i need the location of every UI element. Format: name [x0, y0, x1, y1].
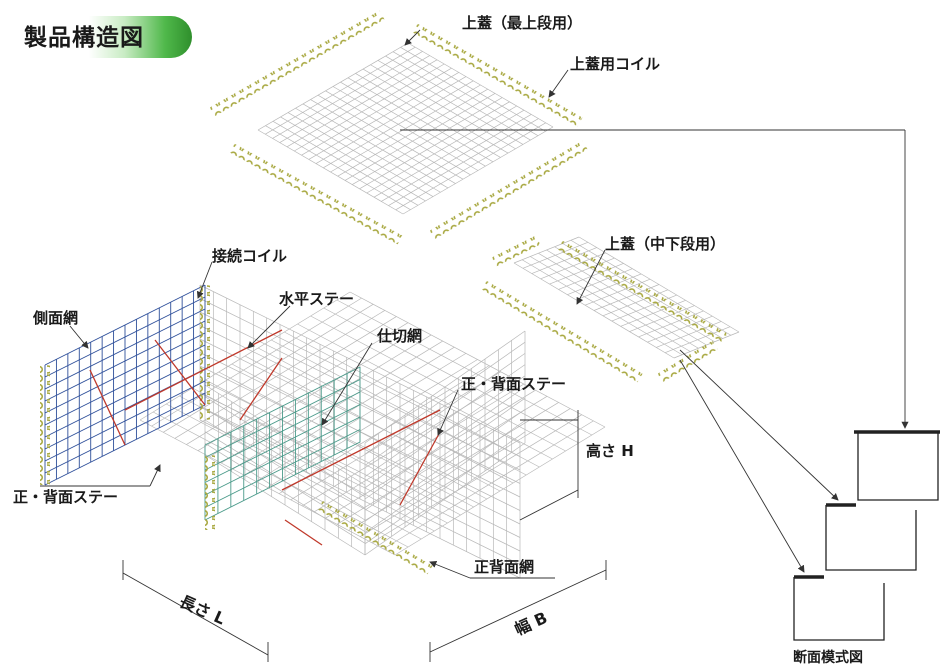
leader-front-back-mesh [429, 560, 471, 579]
label-partition-mesh: 仕切網 [377, 327, 423, 345]
section-diagram-boxes [793, 430, 940, 641]
coil-middle-lid-e [557, 240, 728, 343]
label-side-mesh: 側面網 [33, 309, 79, 327]
page-title: 製品構造図 [24, 25, 144, 51]
coil-top-lid-nw [209, 10, 385, 117]
coil-top-lid-sw [229, 143, 403, 245]
coil-middle-lid-s [657, 340, 718, 383]
label-height: 高さ H [586, 442, 634, 460]
stay-front-back-diag [399, 431, 441, 506]
leader-top-lid-middle [576, 249, 606, 305]
label-connecting-coil: 接続コイル [212, 247, 288, 265]
leader-connecting-coil [196, 261, 213, 299]
stay-lower [284, 519, 323, 546]
top-lid-mesh [257, 42, 554, 215]
label-front-back-stay-right: 正・背面ステー [461, 375, 567, 393]
leader-side-mesh [69, 325, 89, 349]
coil-middle-lid-n [491, 235, 541, 267]
coil-top-lid-se [429, 140, 588, 240]
leader-top-lid-coil [548, 69, 569, 98]
coil-box-partition-edge [205, 455, 215, 530]
section-box-middle [825, 505, 917, 571]
middle-lid-mesh [513, 236, 740, 359]
label-section-diagram: 断面模式図 [793, 650, 863, 666]
coil-box-bottom-edge [317, 500, 433, 575]
dim-length-line [122, 572, 269, 656]
leader-top-lid-top [404, 29, 421, 46]
leader-front-back-stay-left [149, 464, 161, 487]
stay-front-back [281, 409, 441, 491]
label-top-lid-top: 上蓋（最上段用） [462, 14, 583, 32]
coil-middle-lid-w [481, 280, 643, 383]
label-top-lid-middle: 上蓋（中下段用） [605, 235, 726, 253]
coil-top-lid-ne [412, 23, 583, 127]
label-top-lid-coil: 上蓋用コイル [570, 55, 661, 73]
stay-side-1 [154, 339, 206, 406]
connector-middle-lid-2 [679, 359, 805, 573]
label-front-back-mesh: 正背面網 [474, 558, 535, 576]
label-front-back-stay-left: 正・背面ステー [13, 488, 119, 506]
label-horizontal-stay: 水平ステー [279, 290, 355, 308]
leader-horizontal-stay [247, 305, 291, 349]
connector-middle-lid-1 [679, 349, 839, 501]
coil-box-left-edge [40, 365, 50, 485]
coil-box-back-edge [200, 285, 210, 420]
title-badge [14, 16, 192, 58]
section-box-top [857, 432, 939, 501]
front-face-mesh [364, 330, 526, 556]
stay-left [89, 369, 126, 446]
dim-height-bottom-ext [519, 489, 579, 521]
stay-horizontal [124, 329, 283, 411]
leader-front-back-stay [437, 389, 459, 436]
leader-partition-mesh [321, 342, 373, 426]
dim-width-line [429, 569, 607, 653]
section-box-bottom [793, 577, 885, 641]
stay-side-2 [239, 357, 283, 421]
